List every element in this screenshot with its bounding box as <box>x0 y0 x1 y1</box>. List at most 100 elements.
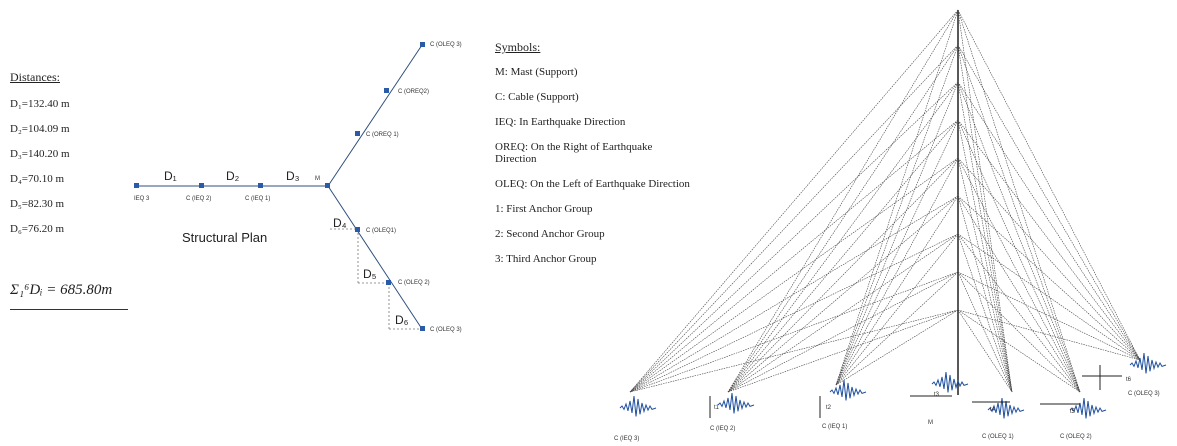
guy-cable <box>629 44 959 393</box>
plan-caption: Structural Plan <box>182 230 267 245</box>
guy-cable <box>727 309 959 393</box>
support-label-oleq3: C (OLEQ 3) <box>1128 391 1160 397</box>
guy-cable <box>957 271 1081 393</box>
distance-sum: Σ₁⁶Dᵢ = 685.80m <box>10 282 113 298</box>
guy-cable <box>957 271 1013 393</box>
guy-cable <box>727 9 959 393</box>
plan-label-mast: M <box>315 176 320 182</box>
t3-label: t3 <box>934 392 940 398</box>
plan-d1-label: D₁ <box>164 169 177 183</box>
guy-cable <box>727 271 959 393</box>
guy-cable <box>957 195 1013 393</box>
seismic-signal <box>619 395 657 417</box>
t5-label: t5 <box>1070 409 1076 415</box>
plan-node-ieq2 <box>199 183 204 188</box>
distance-d6: D₆=76.20 m <box>10 223 65 235</box>
support-label-oleq1: C (OLEQ 1) <box>982 434 1014 440</box>
guy-cable <box>957 119 1141 361</box>
guy-cable <box>727 81 959 393</box>
guy-cable <box>957 309 1013 393</box>
plan-node-ieq1 <box>258 183 263 188</box>
plan-d6-label: D₆ <box>395 313 409 327</box>
guy-cable <box>727 233 959 393</box>
symbol-oleq: OLEQ: On the Left of Earthquake Directio… <box>495 178 690 190</box>
guy-cable <box>957 233 1141 361</box>
guy-cable <box>835 271 959 386</box>
guy-cable <box>957 233 1081 393</box>
plan-label-ieq3: IEQ 3 <box>134 196 150 202</box>
guy-cable <box>835 9 959 386</box>
guy-cable <box>957 81 1141 361</box>
distance-d5: D₅=82.30 m <box>10 198 65 210</box>
sum-underline <box>10 309 128 310</box>
plan-d3-label: D₃ <box>286 169 300 183</box>
distance-d3: D₃=140.20 m <box>10 148 70 160</box>
guy-cable <box>957 44 1081 393</box>
guy-cable <box>957 309 1081 393</box>
cable-group <box>629 9 1141 393</box>
plan-node-mast <box>325 183 330 188</box>
guy-cable <box>835 233 959 386</box>
guy-cable <box>957 309 1141 361</box>
symbol-mast: M: Mast (Support) <box>495 66 578 78</box>
symbols-panel: Symbols: M: Mast (Support) C: Cable (Sup… <box>495 40 695 278</box>
guy-cable <box>835 309 959 386</box>
guy-cable <box>957 157 1141 361</box>
structural-plan: IEQ 3 C (IEQ 2) C (IEQ 1) M C (OREQ 1) C… <box>134 42 462 333</box>
seismic-signal <box>931 371 969 393</box>
seismic-signal <box>717 392 755 414</box>
plan-label-oreq1: C (OREQ 1) <box>366 132 399 138</box>
support-label-ieq1: C (IEQ 1) <box>822 424 847 430</box>
plan-d5-label: D₅ <box>363 267 377 281</box>
guy-cable <box>957 195 1081 393</box>
guy-cable <box>629 157 959 393</box>
guy-cable <box>957 119 1013 393</box>
plan-label-oleq1: C (OLEQ1) <box>366 228 396 234</box>
guy-cable <box>727 44 959 393</box>
plan-label-ieq1: C (IEQ 1) <box>245 196 270 202</box>
plan-node-oreq1 <box>355 131 360 136</box>
distance-d1: D₁=132.40 m <box>10 98 70 110</box>
plan-label-oleq3-bottom: C (OLEQ 3) <box>430 327 462 333</box>
guy-cable <box>957 233 1013 393</box>
guy-cable <box>957 44 1013 393</box>
t6-label: t6 <box>1126 377 1132 383</box>
guy-cable <box>957 9 1141 361</box>
support-label-mast: M <box>928 420 933 426</box>
plan-node-oleq2 <box>386 280 391 285</box>
guy-cable <box>957 9 1081 393</box>
guy-cable <box>957 81 1013 393</box>
seismic-signal <box>987 397 1025 419</box>
guy-cable <box>629 9 959 393</box>
plan-node-ieq3 <box>134 183 139 188</box>
distance-d2: D₂=104.09 m <box>10 123 70 135</box>
plan-label-oleq3-top: C (OLEQ 3) <box>430 42 462 48</box>
symbol-ieq: IEQ: In Earthquake Direction <box>495 116 626 128</box>
support-label-ieq3: C (IEQ 3) <box>614 436 639 442</box>
guy-cable <box>835 44 959 386</box>
symbol-group-2: 2: Second Anchor Group <box>495 228 605 240</box>
guy-cable <box>957 81 1081 393</box>
symbol-cable: C: Cable (Support) <box>495 91 579 103</box>
distances-panel: Distances: D₁=132.40 m D₂=104.09 m D₃=14… <box>10 70 160 249</box>
guy-cable <box>629 195 959 393</box>
plan-label-oleq2: C (OLEQ 2) <box>398 280 430 286</box>
guy-cable <box>727 157 959 393</box>
guy-cable <box>727 119 959 393</box>
plan-line-oreq <box>327 44 423 187</box>
seismic-signal-group <box>619 352 1167 419</box>
t4-label: t4 <box>990 407 996 413</box>
plan-label-oreq2: C (OREQ2) <box>398 89 429 95</box>
plan-line-oleq <box>327 185 423 330</box>
support-label-ieq2: C (IEQ 2) <box>710 426 735 432</box>
support-label-oleq2: C (OLEQ 2) <box>1060 434 1092 440</box>
guy-cable <box>957 9 1013 393</box>
guy-cable <box>629 233 959 393</box>
guy-cable <box>629 81 959 393</box>
guy-cable <box>629 309 959 393</box>
guy-cable <box>629 119 959 393</box>
symbol-group-1: 1: First Anchor Group <box>495 203 593 215</box>
symbol-oreq: OREQ: On the Right of Earthquake Directi… <box>495 141 653 165</box>
guy-cable <box>835 157 959 386</box>
